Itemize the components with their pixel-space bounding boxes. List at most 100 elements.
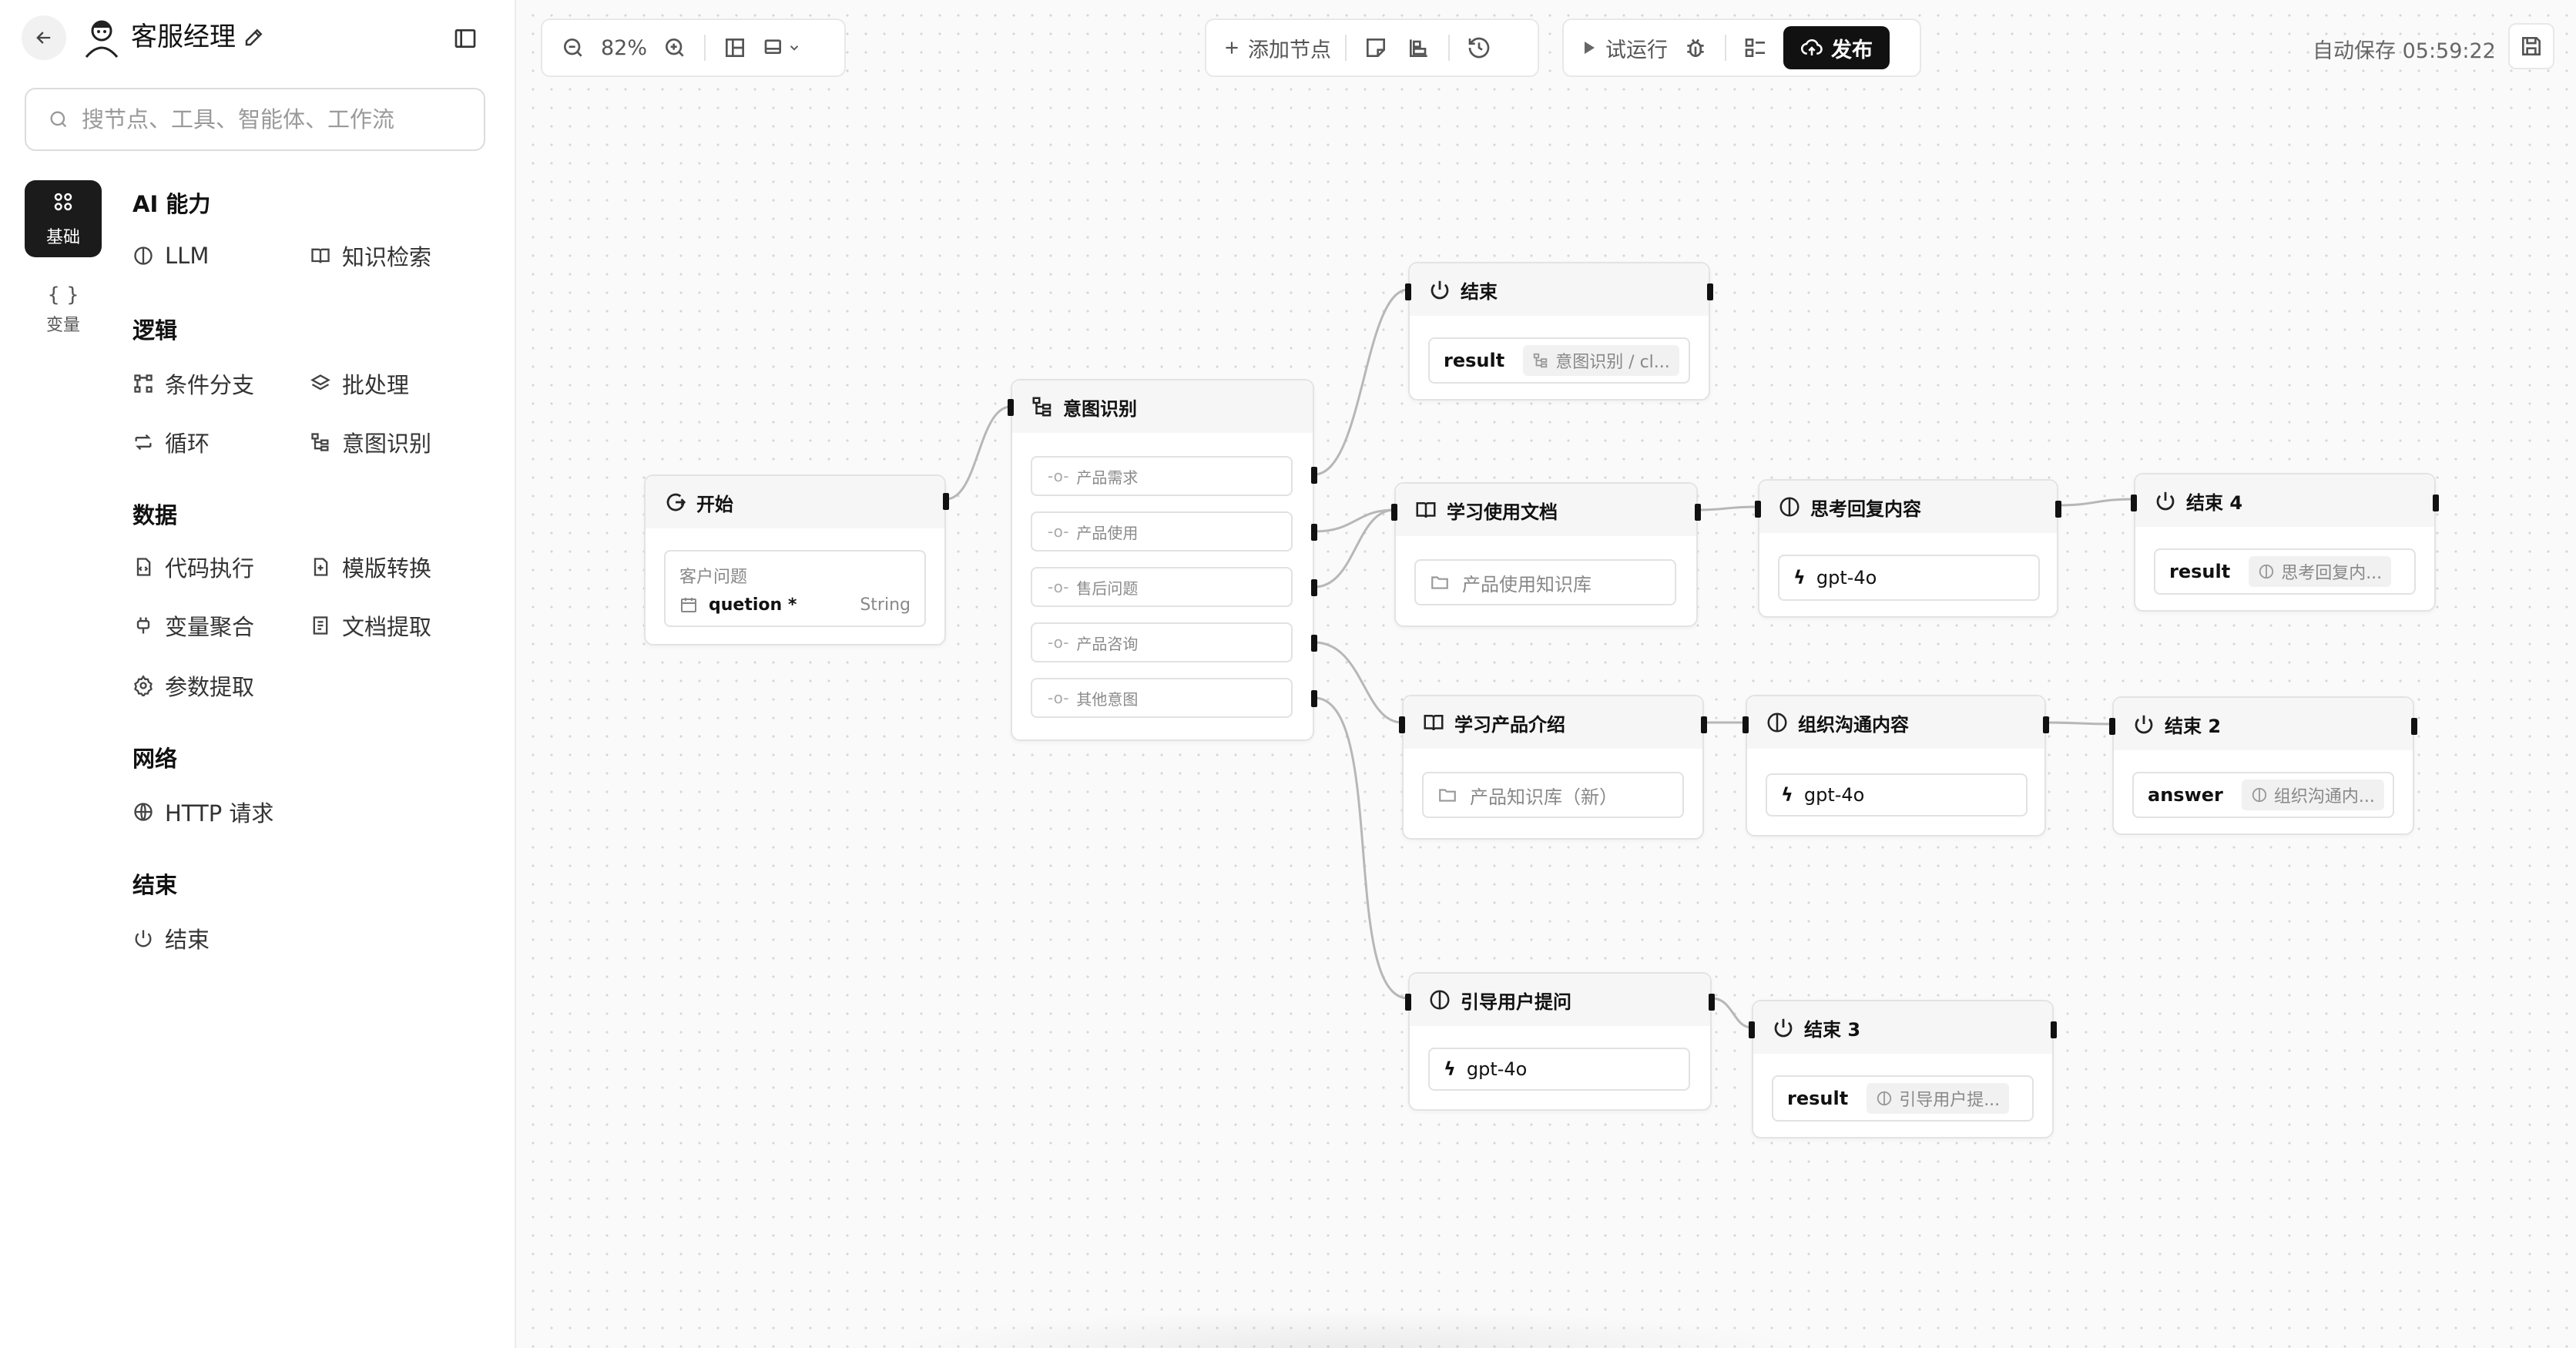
category-tab-variables[interactable]: { } 变量	[25, 271, 102, 348]
node-header: 结束 4	[2135, 474, 2434, 527]
node-org-reply[interactable]: 组织沟通内容 ϟ gpt-4o	[1742, 695, 2049, 837]
intent-label: 产品使用	[1076, 523, 1139, 542]
zoom-level[interactable]: 82%	[601, 35, 648, 60]
output-handle[interactable]	[1311, 579, 1317, 596]
input-handle[interactable]	[1008, 399, 1014, 416]
output-handle[interactable]	[2043, 716, 2049, 733]
input-handle[interactable]	[1399, 716, 1405, 733]
zoom-in-button[interactable]	[653, 26, 696, 69]
output-handle[interactable]	[1709, 994, 1715, 1011]
chevron-down-icon	[790, 45, 799, 51]
end-output-field[interactable]: result 引导用户提...	[1772, 1075, 2034, 1122]
output-handle[interactable]	[943, 493, 949, 510]
tool-item-code[interactable]: 代码执行	[132, 550, 254, 584]
intent-option[interactable]: -o-其他意图	[1031, 678, 1293, 718]
output-handle[interactable]	[1311, 635, 1317, 652]
node-intent-recognition[interactable]: 意图识别 -o-产品需求 -o-产品使用 -o-售后问题 -o-产品咨询 -o-…	[1008, 379, 1317, 741]
output-handle[interactable]	[2055, 501, 2061, 518]
node-header: 组织沟通内容	[1747, 696, 2044, 749]
node-end-main[interactable]: 结束 result 意图识别 / cl...	[1405, 262, 1713, 401]
intent-option[interactable]: -o-产品使用	[1031, 511, 1293, 552]
intent-label: 售后问题	[1076, 578, 1139, 598]
node-guide-question[interactable]: 引导用户提问 ϟ gpt-4o	[1405, 972, 1715, 1111]
knowledge-base-field[interactable]: 产品使用知识库	[1414, 559, 1676, 605]
node-search[interactable]	[25, 88, 485, 151]
tool-item-http[interactable]: HTTP 请求	[132, 795, 273, 829]
node-think-reply[interactable]: 思考回复内容 ϟ gpt-4o	[1755, 479, 2061, 618]
add-note-button[interactable]	[1354, 26, 1397, 69]
history-button[interactable]	[1457, 26, 1501, 69]
output-handle[interactable]	[1311, 524, 1317, 541]
book-icon	[311, 248, 330, 263]
output-handle[interactable]	[1695, 504, 1701, 521]
tool-item-intent[interactable]: 意图识别	[310, 425, 431, 459]
intent-option[interactable]: -o-产品咨询	[1031, 622, 1293, 662]
node-end-3[interactable]: 结束 3 result 引导用户提...	[1749, 1000, 2057, 1138]
zoom-out-button[interactable]	[552, 26, 595, 69]
node-start[interactable]: 开始 客户问题 quetion * String	[644, 474, 949, 645]
start-input-variable[interactable]: 客户问题 quetion * String	[664, 550, 926, 627]
tool-item-loop[interactable]: 循环	[132, 425, 210, 459]
end-output-field[interactable]: result 意图识别 / cl...	[1428, 337, 1690, 384]
input-handle[interactable]	[1405, 283, 1411, 300]
power-icon	[2135, 715, 2153, 734]
minimap-toggle-button[interactable]	[756, 26, 807, 69]
model-field[interactable]: ϟ gpt-4o	[1766, 773, 2028, 817]
output-handle[interactable]	[2051, 1021, 2057, 1038]
search-input[interactable]	[82, 106, 467, 132]
fit-view-button[interactable]	[713, 26, 756, 69]
collapse-sidebar-button[interactable]	[448, 22, 482, 55]
chip-text: 意图识别 / cl...	[1555, 353, 1670, 372]
test-run-button[interactable]: 试运行	[1573, 26, 1674, 69]
input-handle[interactable]	[1742, 716, 1749, 733]
input-handle[interactable]	[1755, 501, 1761, 518]
output-handle[interactable]	[1707, 283, 1713, 300]
node-end-2[interactable]: 结束 2 answer 组织沟通内...	[2109, 696, 2417, 835]
model-name: gpt-4o	[1466, 1058, 1528, 1080]
knowledge-base-field[interactable]: 产品知识库（新）	[1422, 772, 1684, 818]
node-header: 学习使用文档	[1396, 484, 1696, 536]
category-tab-basic[interactable]: 基础	[25, 180, 102, 257]
input-handle[interactable]	[1405, 994, 1411, 1011]
output-handle[interactable]	[1311, 690, 1317, 707]
output-handle[interactable]	[2411, 718, 2417, 735]
folder-icon	[1431, 576, 1448, 589]
tool-item-doc-extract[interactable]: 文档提取	[310, 609, 431, 642]
tool-item-batch[interactable]: 批处理	[310, 367, 409, 401]
save-button[interactable]	[2508, 23, 2554, 69]
node-kb-usage[interactable]: 学习使用文档 产品使用知识库	[1391, 482, 1701, 627]
edit-title-button[interactable]	[239, 22, 270, 52]
model-field[interactable]: ϟ gpt-4o	[1778, 555, 2040, 601]
checklist-button[interactable]	[1734, 26, 1777, 69]
node-end-4[interactable]: 结束 4 result 思考回复内...	[2131, 473, 2439, 612]
input-handle[interactable]	[1391, 504, 1397, 521]
tool-item-end[interactable]: 结束	[132, 921, 210, 955]
variable-label: 客户问题	[679, 567, 748, 587]
tool-item-param-extract[interactable]: 参数提取	[132, 669, 254, 703]
input-handle[interactable]	[2131, 495, 2137, 511]
end-output-field[interactable]: result 思考回复内...	[2154, 548, 2416, 595]
debug-button[interactable]	[1674, 26, 1717, 69]
intent-option[interactable]: -o-售后问题	[1031, 567, 1293, 607]
publish-button[interactable]: 发布	[1783, 26, 1890, 69]
tool-item-aggregate[interactable]: 变量聚合	[132, 609, 254, 642]
input-handle[interactable]	[2109, 718, 2115, 735]
intent-option[interactable]: -o-产品需求	[1031, 456, 1293, 496]
output-handle[interactable]	[2433, 495, 2439, 511]
output-handle[interactable]	[1701, 716, 1707, 733]
auto-layout-button[interactable]	[1397, 26, 1441, 69]
canvas-shadow	[886, 1309, 1810, 1348]
tool-item-knowledge-retrieval[interactable]: 知识检索	[310, 239, 431, 273]
tool-item-condition[interactable]: 条件分支	[132, 367, 254, 401]
tool-item-llm[interactable]: LLM	[132, 239, 209, 273]
cloud-upload-icon	[1800, 39, 1823, 55]
node-kb-product[interactable]: 学习产品介绍 产品知识库（新）	[1399, 695, 1707, 840]
workflow-canvas[interactable]	[518, 0, 2576, 1348]
back-button[interactable]	[22, 15, 66, 60]
end-output-field[interactable]: answer 组织沟通内...	[2132, 772, 2394, 818]
output-handle[interactable]	[1311, 467, 1317, 484]
add-node-button[interactable]: 添加节点	[1216, 26, 1337, 69]
model-field[interactable]: ϟ gpt-4o	[1428, 1048, 1690, 1091]
tool-item-template[interactable]: 模版转换	[310, 550, 431, 584]
input-handle[interactable]	[1749, 1021, 1755, 1038]
